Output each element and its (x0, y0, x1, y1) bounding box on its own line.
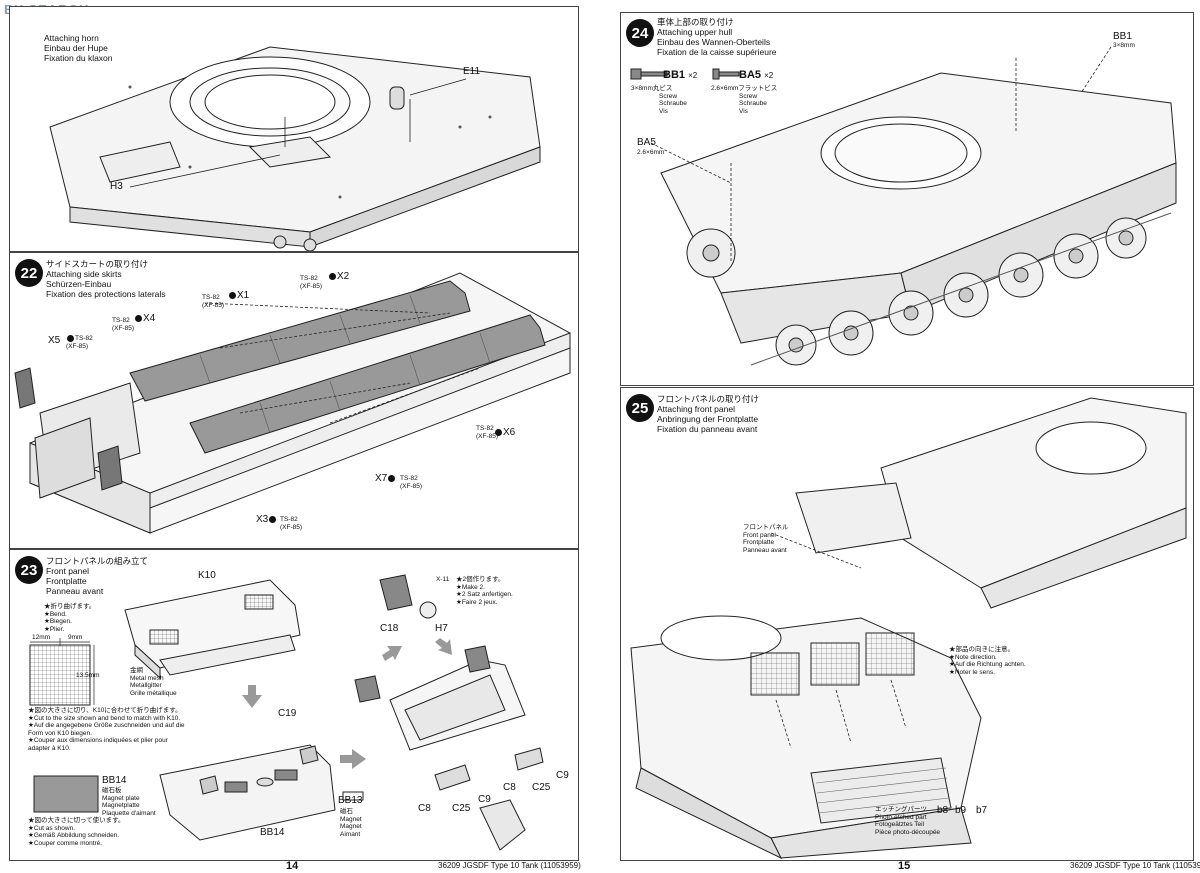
part-h3-label: H3 (110, 181, 123, 192)
part-bb13-label: BB13 (338, 795, 363, 806)
step-23-titles: フロントパネルの組み立て Front panel Frontplatte Pan… (46, 556, 148, 596)
part-x5-label: X5 (48, 335, 61, 346)
x1-paint: TS-82(XF-85) (202, 294, 225, 309)
part-h7-label: H7 (435, 623, 448, 634)
step-25-title-fr: Fixation du panneau avant (657, 424, 758, 434)
note-direction: ★部品の向きに注意。★Note direction.★Auf die Richt… (949, 646, 1026, 676)
step-23-title-en: Front panel (46, 566, 89, 576)
x5-paint: TS-82(XF-85) (66, 335, 93, 350)
ba5-legend-label: BA5 ×2 (739, 69, 774, 81)
step-25-title-jp: フロントパネルの取り付け (657, 394, 760, 404)
bb1-legend-spec: 3×8mm丸ビス Screw Schraube Vis (631, 85, 687, 115)
step-24-illustration (630, 46, 1177, 366)
step-23-title-de: Frontplatte (46, 576, 87, 586)
step-22-title-en: Attaching side skirts (46, 269, 122, 279)
part-x1-label: X1 (228, 290, 249, 301)
step-24-title-en: Attaching upper hull (657, 27, 733, 37)
mesh-dim-height: 13.5mm (76, 672, 100, 679)
part-b7-label: b7 (976, 805, 988, 816)
step-21-title-en: Attaching horn (44, 33, 99, 43)
step-23-title-jp: フロントパネルの組み立て (46, 556, 149, 566)
ba5-callout-label: BA5 (637, 137, 656, 148)
cut-notes: ★図の大きさに切り、K10に合わせて折り曲げます。★Cut to the siz… (28, 707, 185, 752)
step-23-illustration (29, 574, 544, 851)
ba5-callout-spec: 2.6×6mm (637, 149, 665, 156)
step-25-illustration (630, 397, 1187, 860)
part-bb14-label: BB14 (102, 775, 127, 786)
page-number-right: 15 (898, 860, 911, 872)
part-c8b-label: C8 (503, 782, 516, 793)
step-22-title-de: Schürzen-Einbau (46, 279, 112, 289)
step-24-number: 24 (626, 19, 654, 47)
step-25-number: 25 (626, 394, 654, 422)
part-b8-label: b8 (937, 805, 949, 816)
cut-shown-notes: ★図の大きさに切って使います。★Cut as shown.★Gemäß Abbi… (28, 817, 125, 847)
step-22-illustration (14, 272, 571, 534)
step-22-title-fr: Fixation des protections laterals (46, 289, 166, 299)
part-c25-label: C25 (452, 803, 471, 814)
step-25-title-de: Anbringung der Frontplatte (657, 414, 759, 424)
part-c9-label: C9 (478, 794, 491, 805)
step-22-number: 22 (15, 259, 43, 287)
step-21-panel: Attaching horn Einbau der Hupe Fixation … (9, 6, 579, 252)
step-21-titles: Attaching horn Einbau der Hupe Fixation … (44, 33, 113, 63)
part-bb14b-label: BB14 (260, 827, 285, 838)
ba5-legend-spec: 2.6×6mmフラットビス Screw Schraube Vis (711, 85, 778, 115)
part-x6-label: X6 (494, 427, 515, 438)
part-k10-label: K10 (198, 570, 216, 581)
part-x7-label: X7 (375, 473, 396, 484)
bb1-legend-label: BB1 ×2 (663, 69, 698, 81)
part-x2-label: X2 (328, 271, 349, 282)
x2-paint: TS-82(XF-85) (300, 275, 323, 290)
part-c18-label: C18 (380, 623, 399, 634)
step-24-titles: 車体上部の取り付け Attaching upper hull Einbau de… (657, 17, 777, 57)
make-two-notes: ★2個作ります。★Make 2.★2 Satz anfertigen.★Fair… (456, 576, 513, 606)
step-22-title-jp: サイドスカートの取り付け (46, 259, 149, 269)
bb1-callout-spec: 3×8mm (1113, 42, 1135, 49)
step-23-number: 23 (15, 556, 43, 584)
bend-notes: ★折り曲げます。★Bend.★Biegen.★Plier. (44, 603, 96, 633)
step-24-title-jp: 車体上部の取り付け (657, 17, 734, 27)
part-c19-label: C19 (278, 708, 297, 719)
part-x3-label: X3 (256, 514, 277, 525)
x6-paint: TS-82(XF-85) (476, 425, 499, 440)
mesh-dim-width-2: 9mm (68, 634, 83, 641)
step-25-title-en: Attaching front panel (657, 404, 735, 414)
step-23-title-fr: Panneau avant (46, 586, 104, 596)
step-24-title-de: Einbau des Wannen-Oberteils (657, 37, 771, 47)
step-23-panel: 23 フロントパネルの組み立て Front panel Frontplatte … (9, 549, 579, 861)
step-25-titles: フロントパネルの取り付け Attaching front panel Anbri… (657, 394, 759, 434)
part-x4-label: X4 (134, 313, 155, 324)
step-25-panel: 25 フロントパネルの取り付け Attaching front panel An… (620, 387, 1194, 861)
step-24-title-fr: Fixation de la caisse supérieure (657, 47, 777, 57)
part-c9b-label: C9 (556, 770, 569, 781)
x3-paint: TS-82(XF-85) (280, 516, 303, 531)
page-number-left: 14 (286, 860, 299, 872)
step-24-panel: 24 車体上部の取り付け Attaching upper hull Einbau… (620, 12, 1194, 386)
step-21-illustration (49, 46, 541, 251)
step-22-titles: サイドスカートの取り付け Attaching side skirts Schür… (46, 259, 166, 299)
part-c8-label: C8 (418, 803, 431, 814)
part-b9-label: b9 (955, 805, 967, 816)
bb1-callout-label: BB1 (1113, 31, 1132, 42)
mesh-dim-width-1: 12mm (32, 634, 51, 641)
footer-left: 36209 JGSDF Type 10 Tank (11053959) (438, 861, 581, 870)
x4-paint: TS-82(XF-85) (112, 317, 135, 332)
part-e11-label: E11 (463, 66, 481, 77)
x7-paint: TS-82(XF-85) (400, 475, 423, 490)
x11-label: X-11 (436, 576, 450, 583)
part-c25b-label: C25 (532, 782, 551, 793)
footer-right: 36209 JGSDF Type 10 Tank (11053959) (1070, 861, 1200, 870)
step-21-title-de: Einbau der Hupe (44, 43, 108, 53)
step-22-panel: 22 サイドスカートの取り付け Attaching side skirts Sc… (9, 252, 579, 549)
step-21-title-fr: Fixation du klaxon (44, 53, 113, 63)
